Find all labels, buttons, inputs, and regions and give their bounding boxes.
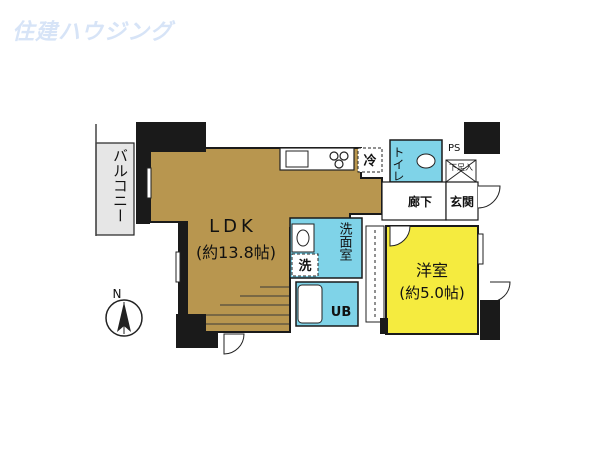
- compass-north-label: N: [113, 287, 122, 301]
- western-door-swing: [389, 225, 411, 247]
- stove-burner: [334, 159, 344, 169]
- refrigerator-label: 冷: [363, 153, 376, 169]
- shoe-box-label: 下足入: [449, 163, 473, 172]
- stove-burner: [339, 151, 349, 161]
- entrance-area: [445, 181, 479, 221]
- washer-space: [291, 253, 319, 277]
- toilet-label: トイレ: [391, 146, 405, 182]
- ldk-floor-lines: [200, 286, 289, 325]
- refrigerator-space: [357, 147, 383, 173]
- washbasin-bowl: [296, 229, 310, 247]
- western-window-swing: [489, 281, 511, 303]
- western-room-size: (約5.0帖): [399, 284, 465, 302]
- stove-burner: [329, 151, 339, 161]
- watermark-logo: 住建ハウジング: [12, 20, 174, 45]
- window: [175, 251, 181, 283]
- window: [477, 233, 484, 265]
- balcony-area: [95, 142, 135, 236]
- western-room-label: 洋室: [416, 261, 448, 280]
- ldk-label: LDK: [209, 216, 257, 237]
- washer-label: 洗: [298, 258, 311, 274]
- kitchen-sink: [285, 150, 309, 168]
- ldk-size: (約13.8帖): [196, 243, 276, 262]
- shoe-box-cross: [445, 159, 477, 183]
- corridor-label: 廊下: [408, 194, 432, 209]
- entrance-door-swing: [477, 185, 501, 209]
- balcony-label: バルコニー: [111, 148, 129, 223]
- window: [146, 167, 152, 199]
- washbasin: [291, 223, 315, 253]
- ldk-door-swing: [223, 333, 245, 355]
- pipe-space-label: PS: [448, 143, 460, 154]
- bathtub: [297, 284, 323, 324]
- unit-bath-label: UB: [331, 305, 351, 320]
- western-room-floor: [385, 225, 479, 335]
- washroom-label: 洗面室: [337, 222, 353, 261]
- compass: N: [105, 287, 143, 337]
- entrance-label: 玄関: [450, 194, 474, 209]
- toilet-bowl: [416, 153, 436, 169]
